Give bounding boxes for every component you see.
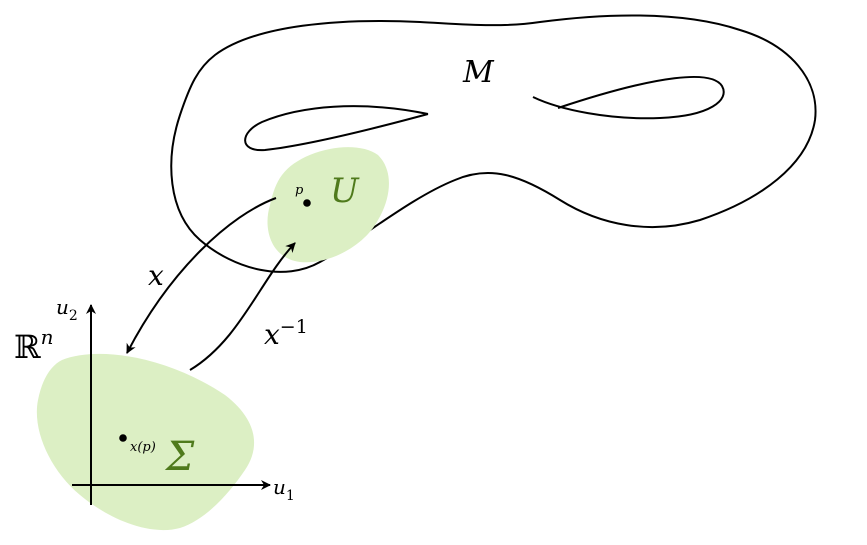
open-set-u-region <box>267 147 389 263</box>
manifold-hole-right <box>532 75 725 120</box>
inverse-map-label: x−1 <box>264 316 308 351</box>
manifold-label: M <box>462 55 495 90</box>
point-p-label: p <box>295 183 304 198</box>
open-set-label: U <box>330 171 360 211</box>
point-p-dot <box>303 199 311 207</box>
chart-map-label: x <box>148 259 164 292</box>
manifold-hole-left <box>244 105 429 152</box>
image-point-label: x(p) <box>130 440 156 455</box>
axis-u1-label: u1 <box>273 475 295 504</box>
inverse-map-arrow <box>189 242 296 371</box>
sigma-label: Σ <box>164 434 195 480</box>
space-label: ℝn <box>14 325 53 366</box>
axis-u2-label: u2 <box>56 295 78 324</box>
manifold-outline <box>170 14 817 273</box>
point-xp-dot <box>119 434 127 442</box>
chart-map-arrow <box>126 197 277 354</box>
